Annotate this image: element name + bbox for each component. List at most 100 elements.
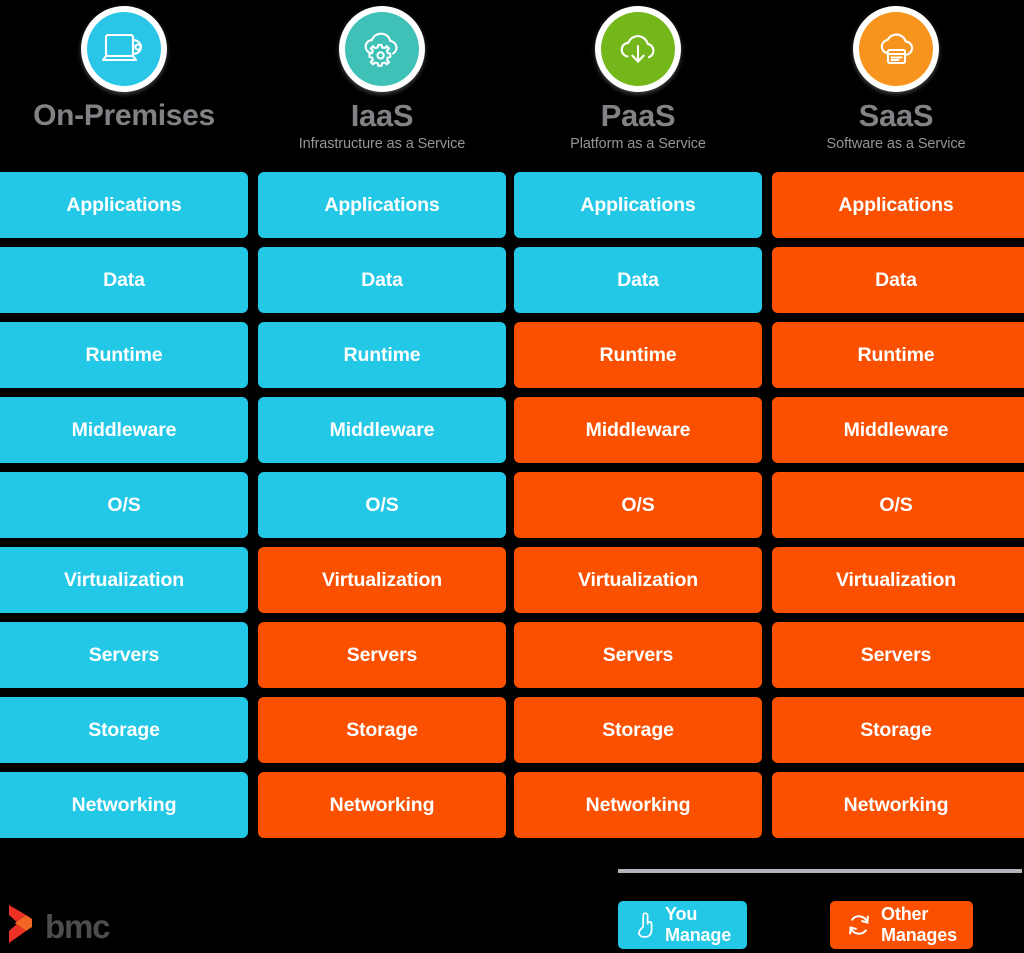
layer-label: Servers	[346, 643, 418, 666]
refresh-cycle-icon	[846, 912, 872, 938]
layer-label: Data	[875, 268, 917, 291]
layer-label: Middleware	[843, 418, 949, 441]
layer-cell[interactable]: Servers	[0, 622, 248, 688]
layer-cell[interactable]: Servers	[772, 622, 1024, 688]
laptop-server-icon	[87, 12, 161, 86]
layer-cell[interactable]: Runtime	[772, 322, 1024, 388]
layer-cell[interactable]: Storage	[0, 697, 248, 763]
layer-cell[interactable]: Storage	[772, 697, 1024, 763]
layer-label: Runtime	[343, 343, 421, 366]
cloud-window-icon	[859, 12, 933, 86]
layer-cell[interactable]: Middleware	[0, 397, 248, 463]
bmc-logo: bmc	[6, 903, 110, 950]
bmc-wordmark: bmc	[45, 908, 110, 945]
layer-cell[interactable]: Middleware	[514, 397, 762, 463]
layer-label: Middleware	[71, 418, 177, 441]
cloud-gear-icon-badge	[339, 6, 425, 92]
layer-label: O/S	[365, 493, 399, 516]
layer-cell[interactable]: Virtualization	[0, 547, 248, 613]
layer-cell[interactable]: O/S	[514, 472, 762, 538]
layer-cell[interactable]: Servers	[258, 622, 506, 688]
layer-cell[interactable]: Storage	[258, 697, 506, 763]
layer-cell[interactable]: Runtime	[258, 322, 506, 388]
column-subtitle-saas: Software as a Service	[826, 135, 966, 152]
layer-cell[interactable]: Middleware	[258, 397, 506, 463]
layer-cell[interactable]: Networking	[772, 772, 1024, 838]
layer-label: Applications	[838, 193, 954, 216]
layer-cell[interactable]: Data	[772, 247, 1024, 313]
layer-cell[interactable]: Virtualization	[258, 547, 506, 613]
layer-label: Storage	[602, 718, 674, 741]
layer-cell[interactable]: Data	[258, 247, 506, 313]
column-title-iaas: IaaS	[350, 98, 414, 133]
layer-label: Servers	[602, 643, 674, 666]
layer-label: Data	[617, 268, 659, 291]
column-title-paas: PaaS	[600, 98, 676, 133]
pointing-hand-icon	[634, 911, 656, 939]
cloud-gear-icon	[345, 12, 419, 86]
layer-label: Applications	[580, 193, 696, 216]
layer-cell[interactable]: Virtualization	[514, 547, 762, 613]
layer-cell[interactable]: Runtime	[514, 322, 762, 388]
layer-label: Middleware	[329, 418, 435, 441]
column-subtitle-paas: Platform as a Service	[570, 135, 706, 152]
legend-divider	[618, 869, 1022, 873]
column-header-iaas: IaaS Infrastructure as a Service	[258, 0, 506, 152]
layer-cell[interactable]: Networking	[514, 772, 762, 838]
layer-label: Data	[103, 268, 145, 291]
layer-cell[interactable]: O/S	[0, 472, 248, 538]
layer-label: Networking	[329, 793, 435, 816]
bmc-butterfly-icon	[6, 903, 40, 950]
layer-label: Storage	[860, 718, 932, 741]
layer-label: Applications	[66, 193, 182, 216]
layer-cell[interactable]: Servers	[514, 622, 762, 688]
layer-cell[interactable]: Applications	[258, 172, 506, 238]
layer-cell[interactable]: Networking	[258, 772, 506, 838]
layer-cell[interactable]: Networking	[0, 772, 248, 838]
column-header-paas: PaaS Platform as a Service	[514, 0, 762, 152]
layer-cell[interactable]: Data	[514, 247, 762, 313]
layer-label: O/S	[621, 493, 655, 516]
legend-other-manages-label: Other Manages	[881, 904, 957, 945]
layer-cell[interactable]: Virtualization	[772, 547, 1024, 613]
layer-label: Runtime	[85, 343, 163, 366]
layer-label: O/S	[107, 493, 141, 516]
layer-cell[interactable]: Storage	[514, 697, 762, 763]
layer-label: Virtualization	[64, 568, 184, 591]
layer-label: Storage	[88, 718, 160, 741]
layer-label: Runtime	[857, 343, 935, 366]
layer-cell[interactable]: Applications	[514, 172, 762, 238]
layer-label: Applications	[324, 193, 440, 216]
legend-other-manages[interactable]: Other Manages	[830, 901, 973, 949]
layer-label: Servers	[88, 643, 160, 666]
layer-cell[interactable]: Applications	[772, 172, 1024, 238]
layer-label: Networking	[71, 793, 177, 816]
layer-label: Networking	[585, 793, 691, 816]
laptop-server-icon-badge	[81, 6, 167, 92]
legend-you-manage[interactable]: You Manage	[618, 901, 748, 949]
column-header-saas: SaaS Software as a Service	[772, 0, 1020, 152]
layer-cell[interactable]: Applications	[0, 172, 248, 238]
column-title-on-premises: On-Premises	[33, 99, 215, 132]
column-subtitle-iaas: Infrastructure as a Service	[298, 135, 466, 152]
layer-cell[interactable]: Data	[0, 247, 248, 313]
layer-cell[interactable]: Runtime	[0, 322, 248, 388]
cloud-download-icon	[601, 12, 675, 86]
layer-cell[interactable]: Middleware	[772, 397, 1024, 463]
column-title-saas: SaaS	[858, 98, 934, 133]
layer-cell[interactable]: O/S	[772, 472, 1024, 538]
cloud-download-icon-badge	[595, 6, 681, 92]
layer-label: Storage	[346, 718, 418, 741]
layer-label: Runtime	[599, 343, 677, 366]
layer-cell[interactable]: O/S	[258, 472, 506, 538]
layer-label: Data	[361, 268, 403, 291]
column-header-on-premises: On-Premises	[0, 0, 248, 132]
legend-you-manage-label: You Manage	[665, 904, 732, 945]
column-headers: On-Premises IaaS Infrastructure as a Servi…	[0, 0, 1024, 168]
